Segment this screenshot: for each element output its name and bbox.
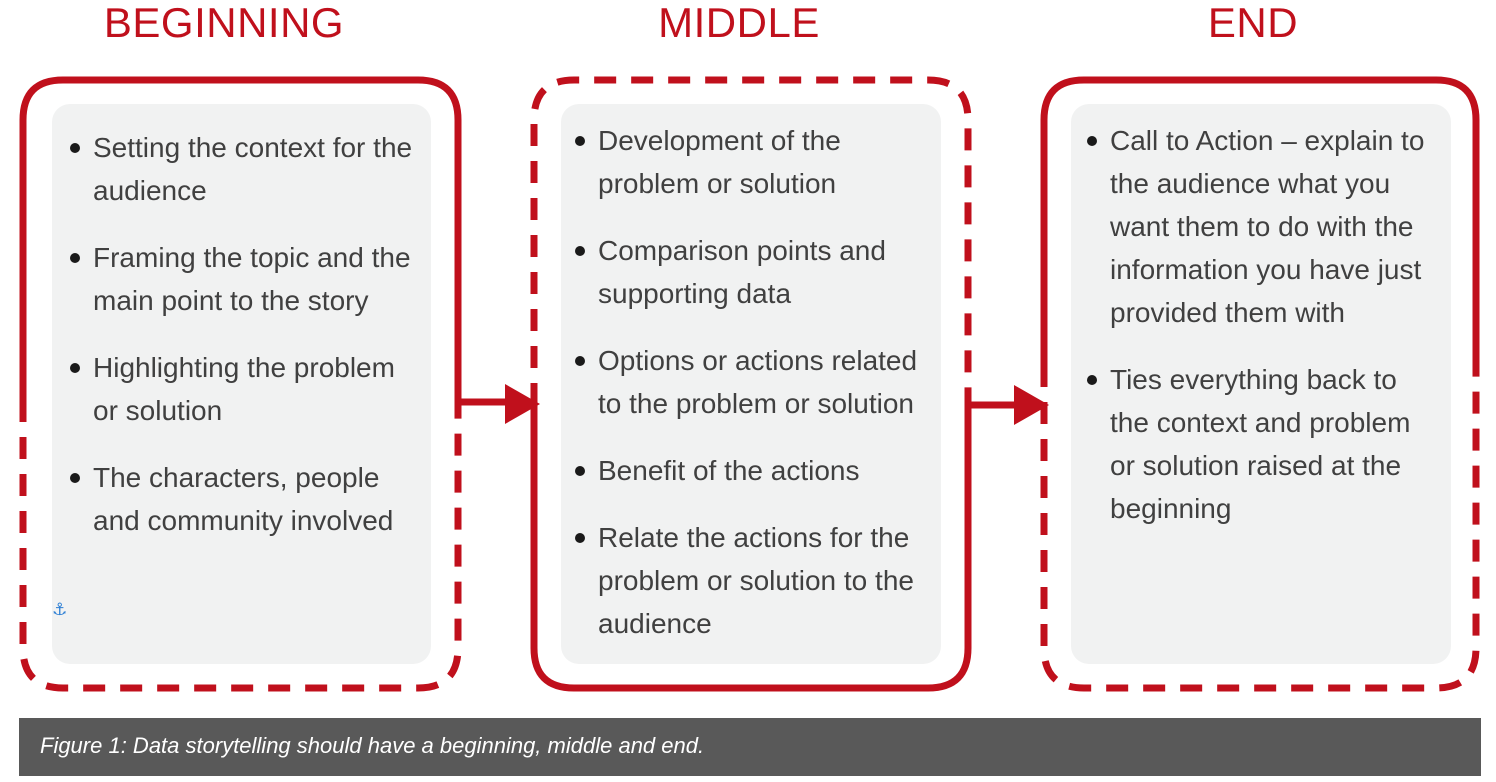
anchor-icon: ⚓ [52,600,68,619]
middle-list: Development of the problem or solution C… [565,119,937,645]
caption-bar: Figure 1: Data storytelling should have … [19,718,1481,776]
middle-frame-solid [530,405,972,692]
middle-panel: Development of the problem or solution C… [561,104,941,664]
column-title-middle: MIDDLE [658,0,820,46]
beginning-frame-dashed [19,400,462,692]
end-list: Call to Action – explain to the audience… [1077,119,1437,530]
arrow-head-middle-to-end [1014,385,1049,425]
list-item: Development of the problem or solution [565,119,937,205]
list-item: Relate the actions for the problem or so… [565,516,937,645]
list-item: The characters, people and community inv… [60,456,417,542]
list-item: Comparison points and supporting data [565,229,937,315]
list-item: Framing the topic and the main point to … [60,236,417,322]
figure-caption: Figure 1: Data storytelling should have … [40,733,705,758]
list-item: Call to Action – explain to the audience… [1077,119,1437,334]
middle-frame-dashed [530,76,972,405]
list-item: Setting the context for the audience [60,126,417,212]
column-title-beginning: BEGINNING [103,0,345,46]
beginning-panel: Setting the context for the audience Fra… [52,104,431,664]
list-item: Benefit of the actions [565,449,937,492]
beginning-list: Setting the context for the audience Fra… [60,126,417,542]
arrow-head-beginning-to-middle [505,384,540,424]
column-title-end: END [1207,0,1299,46]
end-frame-dashed [1040,365,1480,692]
beginning-frame-solid [19,76,462,400]
end-frame-solid [1040,76,1480,365]
list-item: Highlighting the problem or solution [60,346,417,432]
list-item: Ties everything back to the context and … [1077,358,1437,530]
list-item: Options or actions related to the proble… [565,339,937,425]
end-panel: Call to Action – explain to the audience… [1071,104,1451,664]
